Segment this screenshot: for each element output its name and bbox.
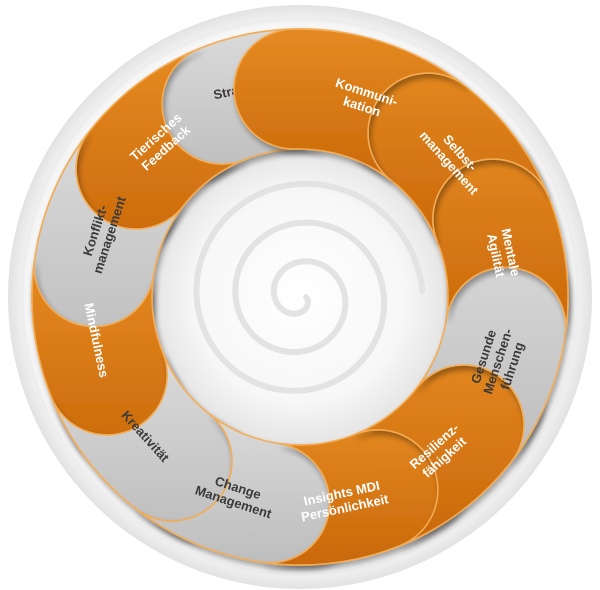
segment-mindfulness: Mindfulness — [31, 259, 185, 468]
segment-resilienzfaehigkeit: Resilienz-fähigkeit — [355, 335, 544, 547]
outer-rim — [20, 17, 580, 577]
center-spiral — [193, 180, 426, 394]
segment-label-gesunde-menschenfuehrung: GesundeMenschen-führung — [466, 322, 530, 400]
segment-kommunikation: Kommuni-kation — [233, 28, 466, 182]
segment-group: StrategischesDenkenTierischesFeedbackKon… — [31, 28, 569, 566]
segment-shape-kommunikation — [233, 28, 466, 182]
segment-insights-mdi: Insights MDIPersönlichkeit — [262, 412, 471, 566]
